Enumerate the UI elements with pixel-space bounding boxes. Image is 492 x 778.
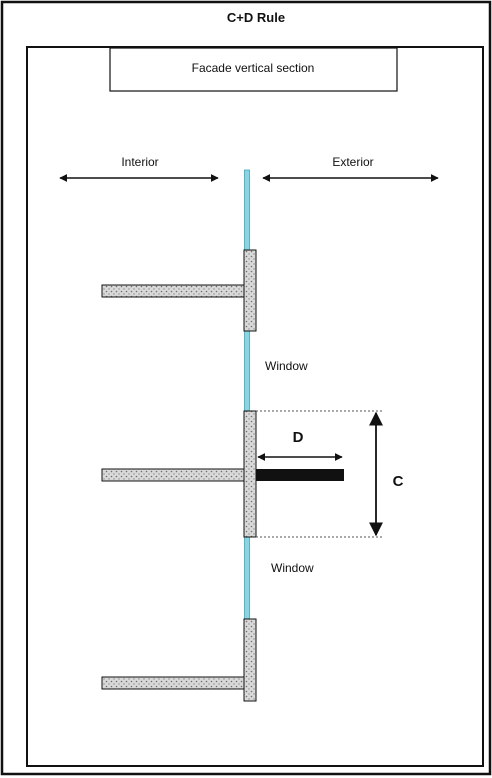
inner-frame (26, 46, 484, 767)
section-label: Facade vertical section (192, 61, 315, 75)
glass-pane-top (244, 169, 250, 251)
window-label-lower: Window (271, 561, 314, 575)
dimension-d-label: D (293, 429, 304, 446)
floor-slab-lower (101, 618, 257, 702)
glass-pane-lower-window (244, 536, 250, 620)
spandrel-lower (243, 618, 257, 702)
diagram-title: C+D Rule (227, 10, 285, 25)
spandrel-middle (243, 410, 257, 538)
floor-slab-upper (101, 249, 257, 332)
window-label-upper: Window (265, 359, 308, 373)
horizontal-projection (256, 469, 344, 481)
floor-slab-middle (101, 410, 344, 538)
exterior-label: Exterior (332, 155, 373, 169)
glass-panes (244, 169, 250, 620)
slab-lower (101, 676, 245, 690)
slab-upper (101, 284, 245, 298)
section-label-box (109, 47, 398, 92)
dimension-c-label: C (393, 473, 404, 490)
interior-label: Interior (121, 155, 158, 169)
slab-middle (101, 468, 245, 482)
spandrel-upper (243, 249, 257, 332)
glass-pane-upper-window (244, 330, 250, 412)
